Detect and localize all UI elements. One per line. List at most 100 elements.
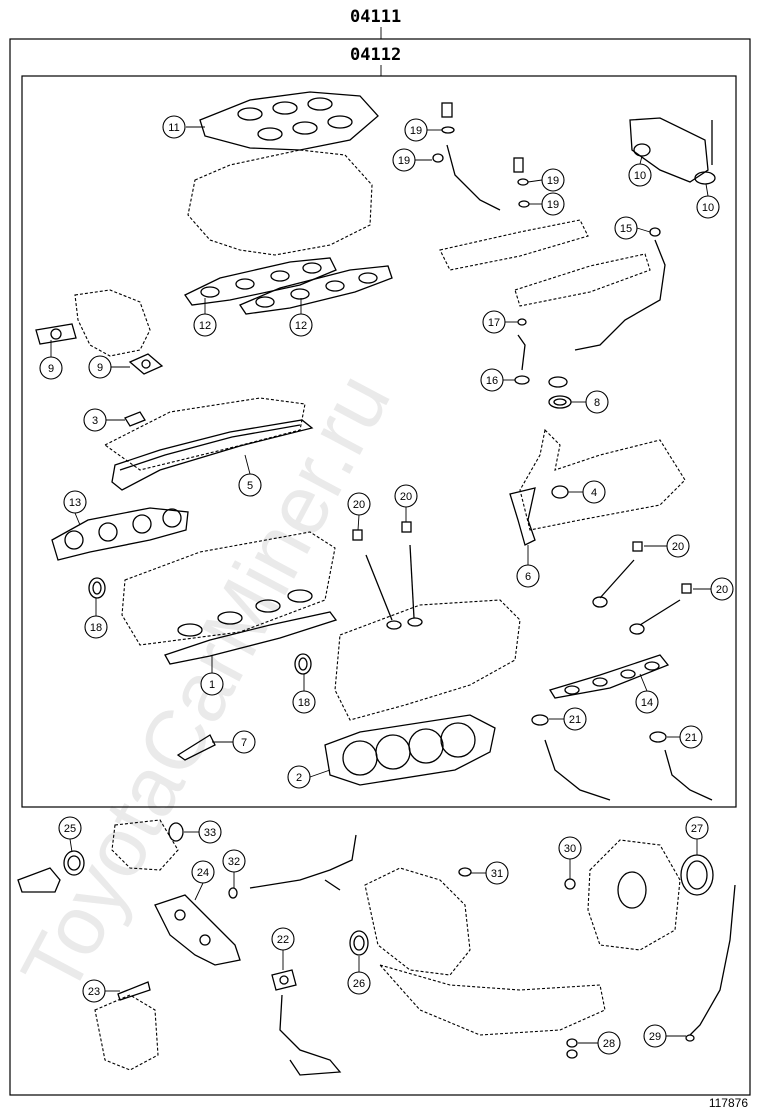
- o-ring-30: [564, 878, 576, 890]
- svg-text:9: 9: [97, 362, 103, 374]
- svg-text:9: 9: [48, 363, 54, 375]
- svg-text:19: 19: [547, 175, 559, 187]
- plug-tube-seal-3: [124, 411, 146, 427]
- oil-seal-26: [349, 930, 369, 956]
- callout-22: 22: [271, 927, 295, 970]
- svg-text:20: 20: [716, 584, 728, 596]
- svg-text:8: 8: [594, 397, 600, 409]
- head-outline-right: [334, 599, 521, 721]
- callout-18b: 18: [292, 674, 316, 714]
- svg-text:31: 31: [491, 868, 503, 880]
- svg-text:27: 27: [691, 823, 703, 835]
- svg-text:20: 20: [353, 499, 365, 511]
- svg-text:30: 30: [564, 843, 576, 855]
- valve-stem-seal-20c: [592, 541, 643, 608]
- gasket-19d: [518, 200, 530, 208]
- svg-text:14: 14: [641, 697, 653, 709]
- callout-4: 4: [568, 480, 606, 504]
- svg-text:33: 33: [204, 827, 216, 839]
- callout-6: 6: [516, 545, 540, 588]
- callout-19d: 19: [529, 192, 565, 216]
- callout-28: 28: [578, 1031, 621, 1055]
- callout-21b: 21: [667, 725, 703, 749]
- callout-9b: 9: [88, 355, 130, 379]
- callout-32: 32: [222, 849, 246, 888]
- svg-text:3: 3: [92, 415, 98, 427]
- svg-text:20: 20: [400, 491, 412, 503]
- svg-text:15: 15: [620, 223, 632, 235]
- valve-stem-seal-20d: [629, 583, 692, 635]
- oil-seal-18b: [294, 653, 312, 675]
- seal-7: [176, 734, 216, 761]
- fuel-rail-outline-lower: [514, 253, 651, 307]
- callout-7: 7: [212, 730, 256, 754]
- svg-text:18: 18: [298, 697, 310, 709]
- callout-1: 1: [200, 655, 224, 696]
- valve-stem-seal-20a: [352, 529, 402, 630]
- callout-31: 31: [471, 861, 509, 885]
- cover-gasket-11: [199, 91, 379, 151]
- callout-13: 13: [63, 490, 87, 526]
- oil-seal-18a: [88, 577, 106, 599]
- gasket-24: [154, 894, 241, 966]
- callout-8: 8: [571, 390, 609, 414]
- gasket-15: [574, 227, 666, 351]
- oil-seal-25: [17, 850, 85, 893]
- water-pump-outline: [111, 819, 179, 871]
- callout-9a: 9: [39, 340, 63, 380]
- o-ring-33: [168, 822, 184, 842]
- svg-text:25: 25: [64, 823, 76, 835]
- svg-text:5: 5: [247, 480, 253, 492]
- callout-12a: 12: [193, 298, 217, 337]
- svg-text:22: 22: [277, 934, 289, 946]
- gasket-19a: [441, 102, 455, 134]
- gasket-22: [271, 969, 342, 1076]
- outer-kit-code: 04111: [350, 7, 401, 27]
- callout-10b: 10: [696, 183, 720, 219]
- o-ring-31: [458, 867, 472, 877]
- callout-19c: 19: [527, 168, 565, 192]
- seal-8: [548, 376, 572, 409]
- svg-text:7: 7: [241, 737, 247, 749]
- gasket-21b: [649, 731, 713, 801]
- svg-text:17: 17: [488, 317, 500, 329]
- head-gasket-1: [121, 531, 338, 665]
- rear-cover-outline: [587, 839, 681, 951]
- svg-text:28: 28: [603, 1038, 615, 1050]
- o-ring-32: [228, 887, 238, 899]
- o-ring-16: [514, 375, 530, 385]
- svg-text:21: 21: [685, 732, 697, 744]
- gasket-21a: [531, 714, 611, 801]
- o-ring-29: [685, 884, 736, 1042]
- svg-text:19: 19: [547, 199, 559, 211]
- svg-text:10: 10: [634, 170, 646, 182]
- oil-pan-outline: [378, 963, 606, 1036]
- svg-text:29: 29: [649, 1031, 661, 1043]
- exhaust-gasket-13: [51, 507, 189, 561]
- figure-reference: 117876: [709, 1096, 748, 1110]
- outer-kit-frame: [9, 38, 751, 1096]
- gasket-19c: [513, 157, 529, 186]
- callout-20c: 20: [644, 534, 690, 558]
- intake-plenum-gasket: [187, 149, 373, 256]
- callout-15: 15: [614, 216, 651, 240]
- fuel-rail-outline-upper: [439, 219, 589, 271]
- plug-seal-4: [551, 485, 569, 499]
- exhaust-gasket-14: [548, 654, 670, 699]
- callout-30: 30: [558, 836, 582, 879]
- inner-kit-frame: [21, 75, 737, 808]
- callout-23: 23: [82, 979, 120, 1003]
- gasket-23: [117, 981, 151, 1001]
- gasket-19b: [432, 144, 501, 211]
- svg-text:4: 4: [591, 487, 597, 499]
- manifold-gasket-12b: [239, 265, 393, 315]
- callout-19a: 19: [404, 118, 442, 142]
- svg-text:11: 11: [168, 122, 179, 134]
- valve-stem-seal-20b: [401, 521, 423, 627]
- svg-text:1: 1: [209, 679, 215, 691]
- callout-17: 17: [482, 310, 518, 334]
- callout-10a: 10: [628, 155, 652, 187]
- callout-16: 16: [480, 368, 515, 392]
- oil-pump-outline: [94, 994, 159, 1071]
- callout-24: 24: [191, 860, 215, 901]
